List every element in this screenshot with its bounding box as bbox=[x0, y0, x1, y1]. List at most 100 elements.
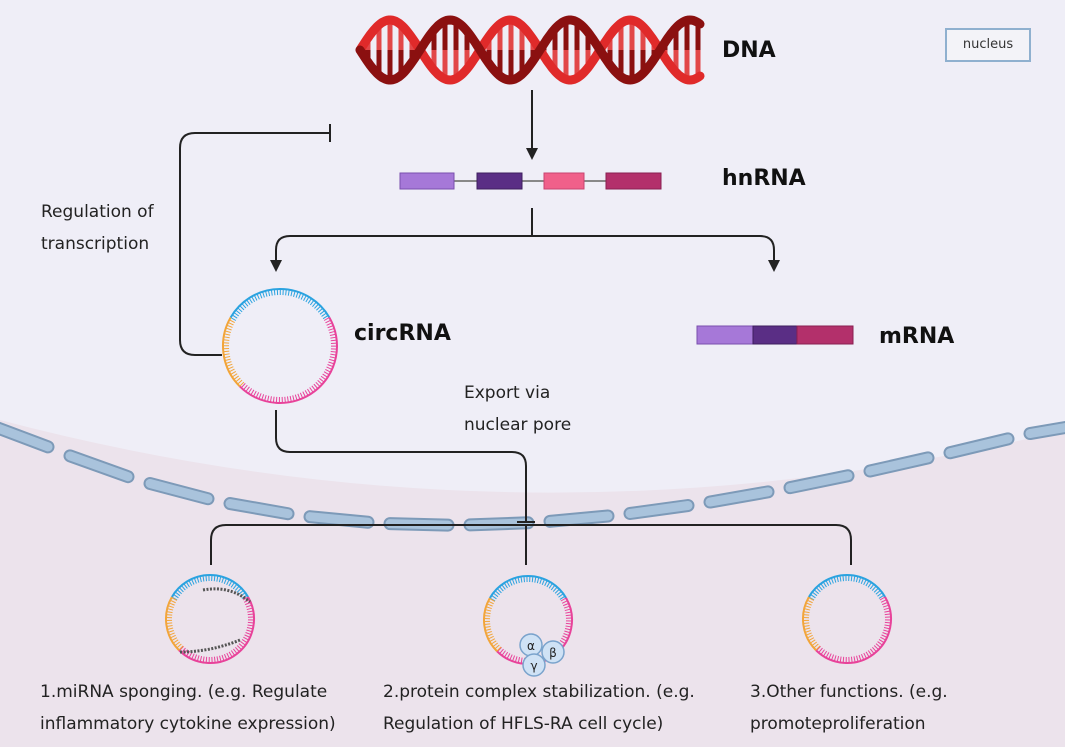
arrowheads bbox=[270, 148, 780, 272]
ring-tick bbox=[839, 575, 842, 582]
ring-tick bbox=[239, 381, 245, 387]
ring-tick bbox=[326, 322, 333, 326]
ring-tick bbox=[805, 602, 812, 606]
ring-tick bbox=[256, 293, 260, 300]
ring-tick bbox=[236, 587, 242, 593]
ring-tick bbox=[243, 384, 248, 391]
ring-tick bbox=[831, 654, 835, 661]
membrane-segment-fill bbox=[225, 499, 293, 519]
ring-tick bbox=[226, 579, 230, 586]
ring-tick bbox=[244, 634, 251, 638]
ring-tick bbox=[807, 599, 813, 604]
ring-tick bbox=[833, 576, 837, 583]
ring-tick bbox=[504, 651, 509, 658]
ring-tick bbox=[247, 613, 254, 616]
ring-tick bbox=[485, 631, 492, 634]
ring-tick bbox=[329, 356, 336, 359]
ring-tick bbox=[205, 656, 208, 663]
ring-tick bbox=[179, 645, 184, 651]
ring-tick bbox=[240, 641, 246, 646]
ring-tick bbox=[196, 655, 200, 662]
ring-tick bbox=[804, 630, 811, 633]
ring-tick bbox=[240, 383, 246, 389]
ring-tick bbox=[246, 627, 253, 630]
ring-tick bbox=[188, 652, 193, 658]
ring-tick bbox=[820, 583, 825, 589]
ring-tick bbox=[514, 656, 518, 663]
function3-label-line1: 3.Other functions. (e.g. bbox=[750, 682, 948, 702]
ring-tick bbox=[228, 651, 233, 658]
ring-tick bbox=[842, 575, 844, 582]
ring-tick bbox=[167, 627, 174, 630]
ring-tick bbox=[219, 655, 222, 662]
ring-tick bbox=[544, 580, 548, 587]
mirna-strands bbox=[179, 587, 251, 654]
membrane-segment-fill bbox=[625, 501, 693, 518]
ring-tick bbox=[803, 611, 810, 614]
membrane-segment-fill bbox=[1025, 422, 1065, 439]
ring-tick bbox=[202, 575, 205, 582]
ring-tick bbox=[863, 579, 867, 586]
ring-tick bbox=[287, 289, 290, 296]
ring-tick bbox=[564, 608, 571, 612]
ring-tick bbox=[181, 647, 186, 653]
dna-strand-dark bbox=[355, 15, 705, 85]
ring-tick bbox=[233, 312, 240, 317]
ring-tick bbox=[882, 632, 889, 636]
ring-tick bbox=[330, 353, 337, 356]
ring-tick bbox=[871, 646, 877, 653]
ring-tick bbox=[237, 307, 243, 313]
ring-tick bbox=[173, 594, 179, 599]
export-label: Export via nuclear pore bbox=[464, 377, 571, 441]
ring-tick bbox=[238, 643, 244, 648]
hnrna-strand bbox=[399, 172, 662, 190]
ring-tick bbox=[191, 653, 195, 660]
ring-tick bbox=[804, 608, 811, 611]
ring-tick bbox=[541, 579, 545, 585]
ring-tick bbox=[329, 358, 336, 362]
circrna-ring-function3 bbox=[802, 574, 892, 664]
ring-tick bbox=[323, 371, 330, 376]
ring-tick bbox=[183, 583, 188, 589]
ring-tick bbox=[241, 303, 247, 309]
membrane-segment-fill bbox=[705, 487, 773, 507]
ring-tick bbox=[304, 390, 309, 396]
ring-tick bbox=[485, 606, 492, 610]
hnrna-exon-3 bbox=[543, 172, 585, 190]
ring-tick bbox=[246, 299, 251, 305]
ring-tick bbox=[176, 643, 182, 649]
ring-tick bbox=[170, 634, 176, 639]
ring-tick bbox=[873, 645, 879, 651]
ring-tick bbox=[488, 600, 494, 605]
ring-tick bbox=[221, 577, 225, 584]
ring-tick bbox=[246, 629, 253, 633]
ring-tick bbox=[196, 576, 200, 583]
function3-label: 3.Other functions. (e.g. promoteprolifer… bbox=[750, 676, 948, 740]
hnrna-to-circrna-branch bbox=[275, 235, 532, 262]
ring-tick bbox=[850, 575, 853, 582]
membrane-segment-fill bbox=[145, 478, 213, 504]
ring-tick bbox=[884, 613, 891, 616]
ring-tick bbox=[883, 629, 890, 633]
ring-tick bbox=[247, 621, 254, 624]
ring-tick bbox=[520, 576, 523, 583]
regulation-label: Regulation of transcription bbox=[41, 196, 154, 260]
ring-tick bbox=[226, 363, 233, 367]
ring-tick bbox=[328, 327, 335, 331]
ring-tick bbox=[491, 595, 497, 600]
hnrna-exon-1 bbox=[399, 172, 455, 190]
ring-tick bbox=[869, 583, 875, 590]
ring-tick bbox=[223, 653, 228, 660]
ring-tick bbox=[842, 656, 845, 663]
ring-tick bbox=[223, 339, 230, 341]
ring-tick bbox=[225, 327, 232, 331]
ring-tick bbox=[168, 632, 175, 636]
ring-tick bbox=[239, 305, 245, 311]
ring-tick bbox=[286, 396, 289, 403]
ring-tick bbox=[879, 596, 886, 601]
mirna-strand-bottom bbox=[179, 638, 241, 654]
ring-tick bbox=[485, 628, 492, 631]
ring-tick bbox=[855, 576, 859, 583]
ring-tick bbox=[166, 611, 173, 614]
ring-tick bbox=[235, 309, 241, 315]
